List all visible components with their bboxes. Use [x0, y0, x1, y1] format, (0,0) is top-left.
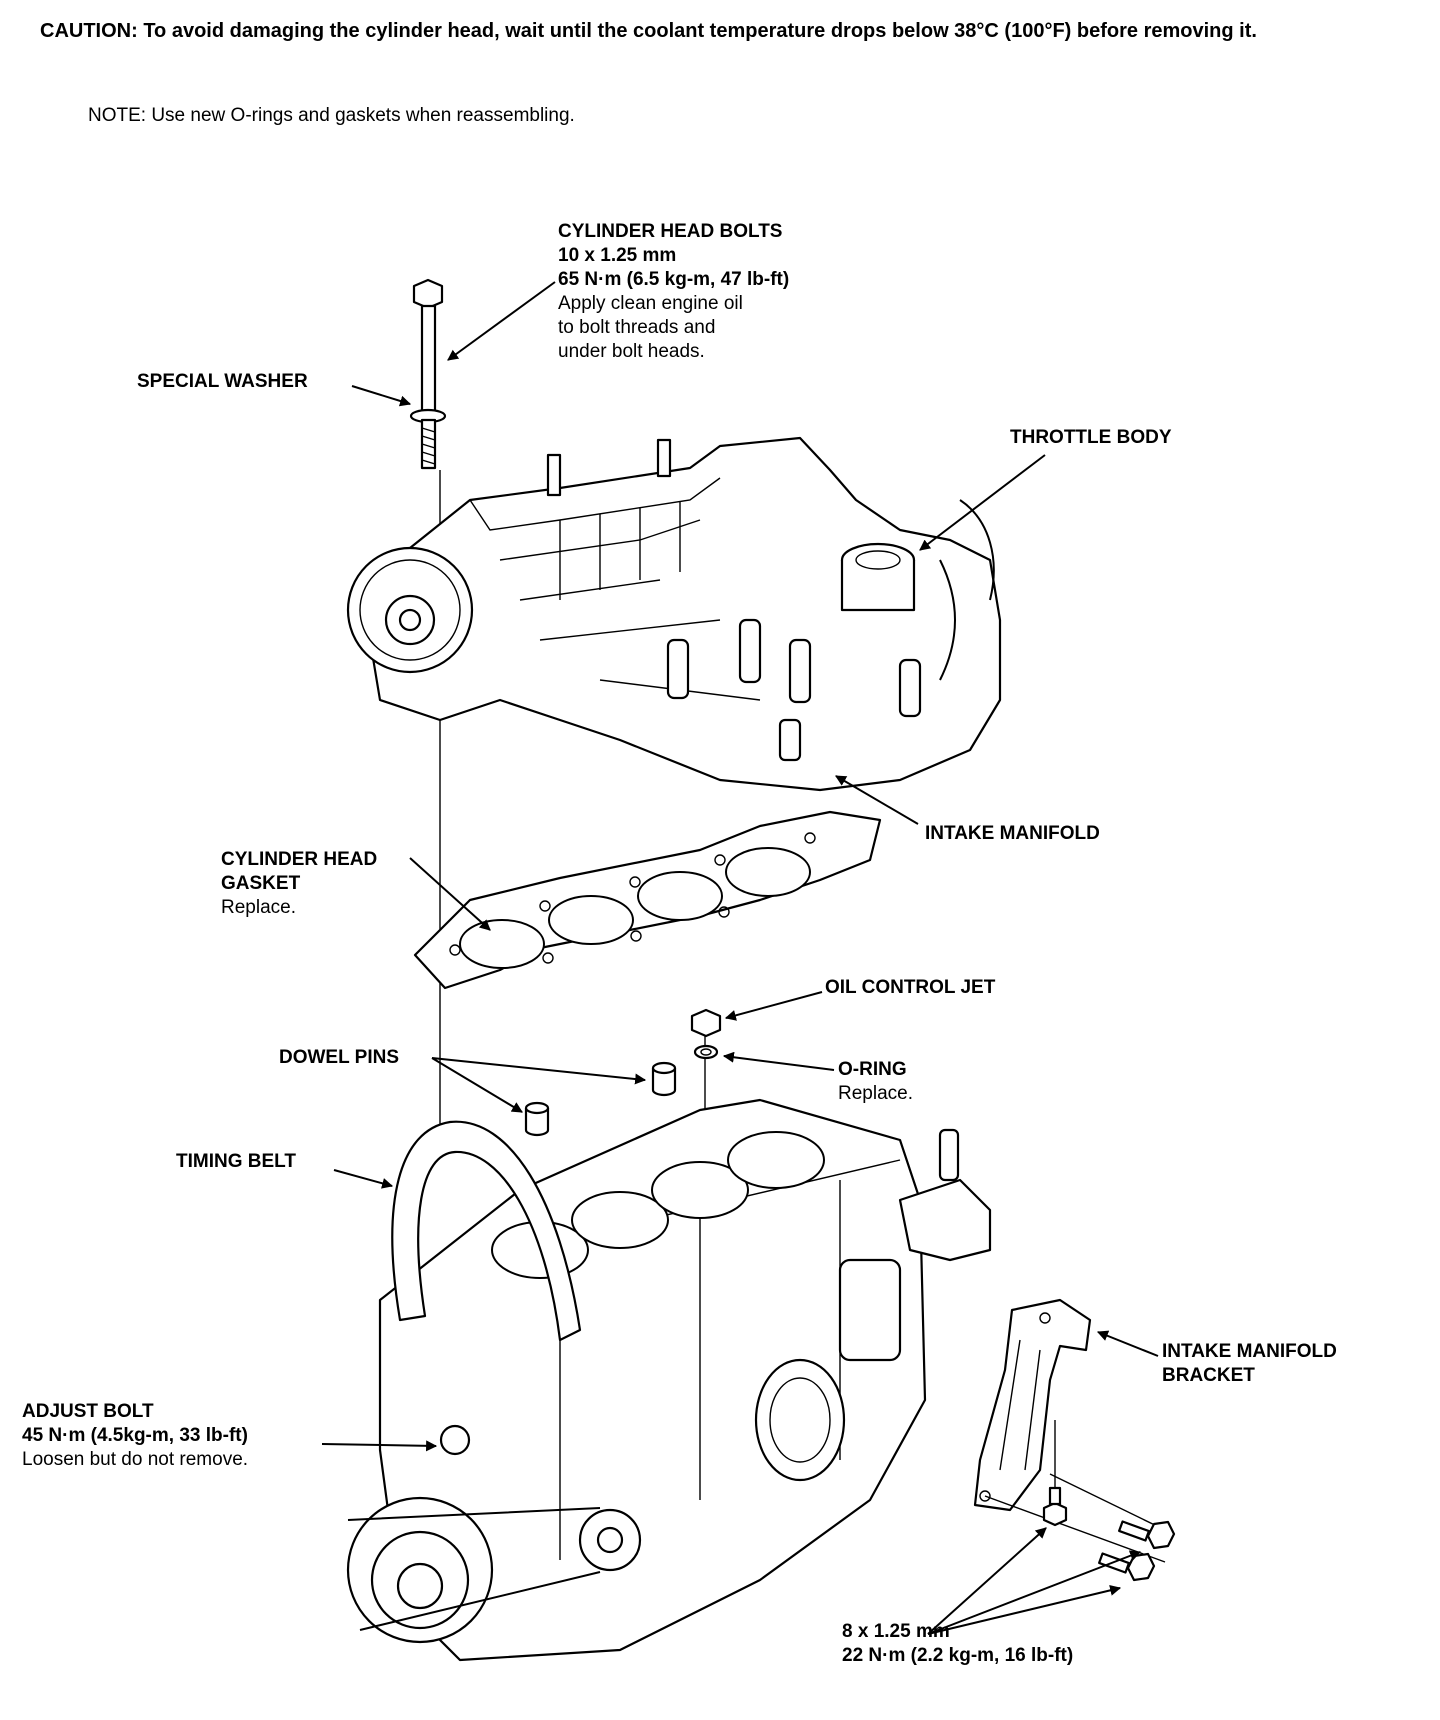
callout-throttle-body: THROTTLE BODY: [1010, 426, 1172, 450]
cylinder-head-bolt: [411, 280, 445, 468]
callout-intake-manifold-bracket: INTAKE MANIFOLD BRACKET: [1162, 1340, 1337, 1388]
caution-label: CAUTION:: [40, 20, 138, 42]
arrow-bracket-bolt-3: [928, 1584, 1122, 1634]
arrow-throttle-body: [919, 455, 1045, 550]
arrow-oil-control-jet: [724, 992, 822, 1021]
arrow-dowel-pin-2: [432, 1058, 523, 1112]
bracket-bolts-size: 8 x 1.25 mm: [842, 1621, 950, 1642]
timing-belt-title: TIMING BELT: [176, 1151, 296, 1172]
arrow-head-gasket: [410, 858, 491, 930]
callout-dowel-pins: DOWEL PINS: [279, 1046, 399, 1070]
note-text: NOTE: Use new O-rings and gaskets when r…: [88, 105, 575, 126]
special-washer-title: SPECIAL WASHER: [137, 371, 308, 392]
head-gasket-title-2: GASKET: [221, 873, 301, 894]
callout-cylinder-head-gasket: CYLINDER HEAD GASKET Replace.: [221, 848, 377, 920]
cylinder-head: [348, 438, 1000, 790]
callout-timing-belt: TIMING BELT: [176, 1150, 296, 1174]
callout-bracket-bolts: 8 x 1.25 mm 22 N·m (2.2 kg-m, 16 lb-ft): [842, 1620, 1073, 1668]
o-ring-title: O-RING: [838, 1059, 907, 1080]
oil-control-jet-title: OIL CONTROL JET: [825, 977, 996, 998]
arrow-timing-belt: [334, 1170, 394, 1189]
callout-special-washer: SPECIAL WASHER: [137, 370, 308, 394]
arrow-bracket-bolt-2: [928, 1550, 1142, 1634]
bracket-title-1: INTAKE MANIFOLD: [1162, 1341, 1337, 1362]
arrow-bracket: [1096, 1330, 1158, 1356]
arrow-dowel-pin-1: [432, 1058, 647, 1085]
head-bolts-torque: 65 N·m (6.5 kg-m, 47 lb-ft): [558, 269, 790, 290]
arrow-head-bolts: [447, 282, 555, 360]
callout-oil-control-jet: OIL CONTROL JET: [825, 976, 995, 1000]
caution-text: CAUTION: To avoid damaging the cylinder …: [40, 18, 1420, 45]
cylinder-head-gasket: [415, 812, 880, 988]
arrow-intake-manifold: [835, 776, 918, 824]
callout-cylinder-head-bolts: CYLINDER HEAD BOLTS 10 x 1.25 mm 65 N·m …: [558, 220, 789, 364]
head-bolts-note-3: under bolt heads.: [558, 341, 705, 362]
bracket-bolts-torque: 22 N·m (2.2 kg-m, 16 lb-ft): [842, 1645, 1074, 1666]
arrow-adjust-bolt: [322, 1440, 438, 1452]
head-bolts-note-2: to bolt threads and: [558, 317, 716, 338]
arrow-special-washer: [352, 386, 412, 407]
leader-lines: [322, 282, 1158, 1634]
dowel-pins: [526, 1063, 675, 1135]
head-bolts-size: 10 x 1.25 mm: [558, 245, 677, 266]
head-bolts-note-1: Apply clean engine oil: [558, 293, 743, 314]
engine-block: [348, 1100, 990, 1660]
head-gasket-title-1: CYLINDER HEAD: [221, 849, 378, 870]
head-bolts-title: CYLINDER HEAD BOLTS: [558, 221, 783, 242]
callout-intake-manifold: INTAKE MANIFOLD: [925, 822, 1100, 846]
adjust-bolt-torque: 45 N·m (4.5kg-m, 33 lb-ft): [22, 1425, 248, 1446]
arrow-o-ring: [722, 1051, 834, 1070]
adjust-bolt-note: Loosen but do not remove.: [22, 1449, 249, 1470]
adjust-bolt: [441, 1426, 469, 1454]
head-gasket-note: Replace.: [221, 897, 296, 918]
o-ring: [695, 1046, 717, 1058]
timing-belt: [392, 1122, 580, 1340]
throttle-body-title: THROTTLE BODY: [1010, 427, 1172, 448]
callout-o-ring: O-RING Replace.: [838, 1058, 913, 1106]
adjust-bolt-title: ADJUST BOLT: [22, 1401, 154, 1422]
o-ring-note: Replace.: [838, 1083, 913, 1104]
bracket-title-2: BRACKET: [1162, 1365, 1255, 1386]
callout-adjust-bolt: ADJUST BOLT 45 N·m (4.5kg-m, 33 lb-ft) L…: [22, 1400, 248, 1472]
intake-manifold-bracket: [975, 1300, 1090, 1510]
dowel-pins-title: DOWEL PINS: [279, 1047, 399, 1068]
intake-manifold-title: INTAKE MANIFOLD: [925, 823, 1100, 844]
caution-body: To avoid damaging the cylinder head, wai…: [143, 20, 1257, 42]
oil-control-jet: [692, 1010, 720, 1058]
arrow-bracket-bolt-1: [928, 1528, 1047, 1634]
